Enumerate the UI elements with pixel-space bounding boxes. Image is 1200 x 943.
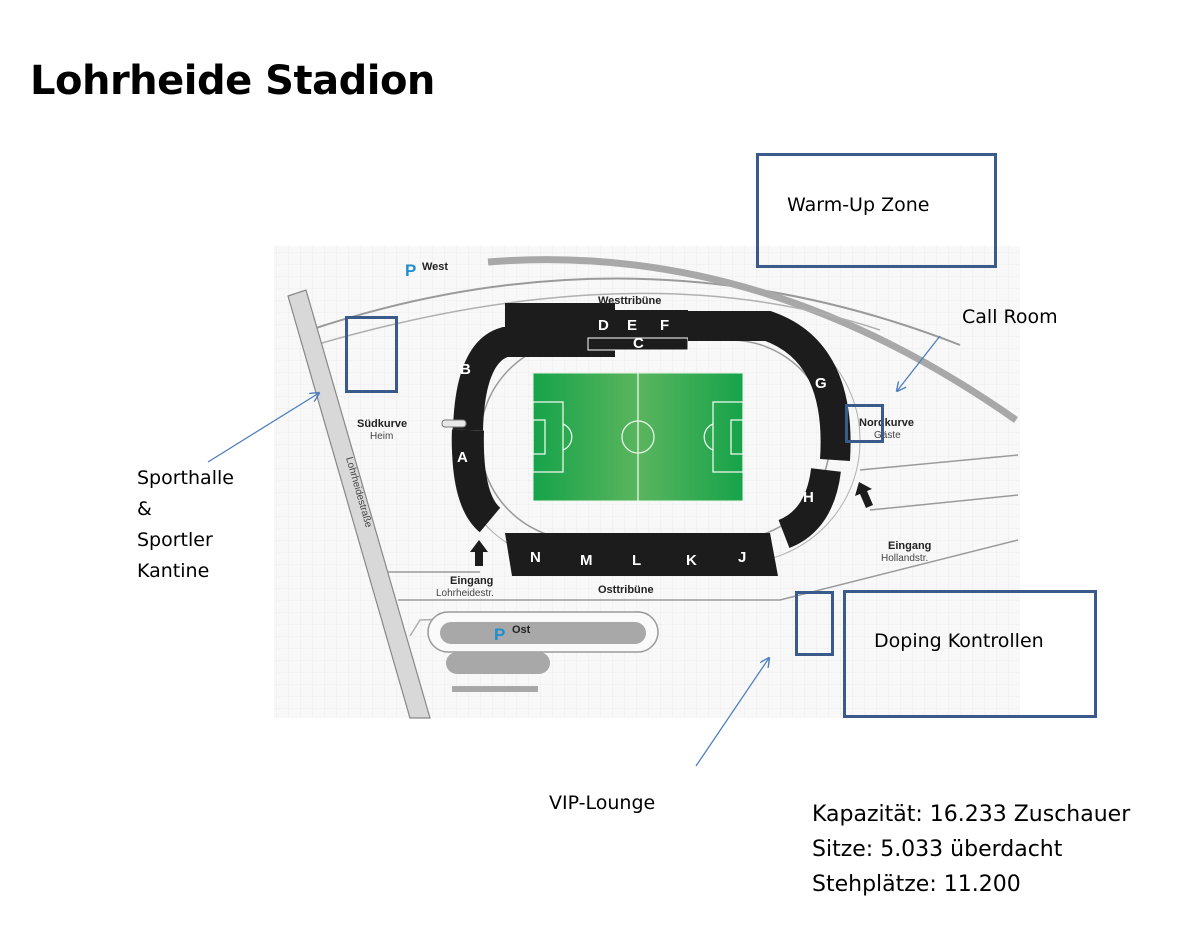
vip-lounge-box xyxy=(795,591,834,656)
arrow-sporthalle xyxy=(207,393,319,463)
page-title: Lohrheide Stadion xyxy=(30,58,435,104)
section-h: H xyxy=(803,489,814,506)
pitch-goal-area-right xyxy=(730,419,744,455)
section-d: D xyxy=(598,317,609,334)
street-lohrheidestrasse xyxy=(287,289,431,719)
warmup-zone-box xyxy=(756,153,997,268)
pitch-center-circle xyxy=(621,420,655,454)
label-parking-west: West xyxy=(422,261,448,273)
stadium-stats: Kapazität: 16.233 Zuschauer Sitze: 5.033… xyxy=(812,797,1130,902)
section-j: J xyxy=(738,549,746,566)
parking-ost-icon: P xyxy=(494,625,505,644)
stat-capacity: Kapazität: 16.233 Zuschauer xyxy=(812,802,1131,827)
label-osttribuene: Osttribüne xyxy=(598,584,654,596)
label-westtribuene: Westtribüne xyxy=(598,295,661,307)
stat-seats: Sitze: 5.033 überdacht xyxy=(812,837,1063,862)
parking-ost-strip-1 xyxy=(440,622,646,644)
warmup-zone-label: Warm-Up Zone xyxy=(787,194,930,216)
label-suedkurve: Südkurve xyxy=(357,418,407,430)
arrow-entrance-lohrheide xyxy=(470,540,488,566)
pitch-arc-left xyxy=(562,423,573,451)
label-eingang-lohrheide-sub: Lohrheidestr. xyxy=(436,588,494,599)
sporthalle-line-3: Sportler xyxy=(137,529,213,551)
stand-nordkurve-h xyxy=(777,467,841,548)
label-eingang-holland: Eingang xyxy=(888,540,931,552)
stand-osttribuene xyxy=(505,533,778,576)
sporthalle-line-4: Kantine xyxy=(137,560,210,582)
call-room-box xyxy=(845,404,884,443)
section-l: L xyxy=(632,552,641,569)
sporthalle-line-1: Sporthalle xyxy=(137,467,234,489)
road-inner-curve xyxy=(314,292,881,346)
call-room-label: Call Room xyxy=(962,306,1058,328)
section-g: G xyxy=(815,375,827,392)
arrow-vip-lounge xyxy=(695,658,769,767)
road-south xyxy=(398,539,1019,601)
stand-scoreboard xyxy=(441,419,467,428)
vip-lounge-label: VIP-Lounge xyxy=(549,792,656,814)
stand-nordkurve-g xyxy=(688,311,851,461)
section-k: K xyxy=(686,552,697,569)
sporthalle-label: Sporthalle & Sportler Kantine xyxy=(137,463,234,587)
section-a: A xyxy=(457,449,468,466)
stand-suedkurve-a xyxy=(451,429,502,533)
pitch-arc-right xyxy=(703,423,714,451)
label-suedkurve-sub: Heim xyxy=(370,431,393,442)
stand-section-c-box xyxy=(587,337,689,351)
road-hollandstrasse-bottom xyxy=(869,494,1019,511)
section-f: F xyxy=(660,317,669,334)
doping-kontrollen-label: Doping Kontrollen xyxy=(874,630,1044,652)
stand-suedkurve-b xyxy=(453,303,615,431)
label-eingang-lohrheide: Eingang xyxy=(450,575,493,587)
road-hollandstrasse-top xyxy=(859,454,1019,471)
arrow-entrance-holland xyxy=(855,482,873,508)
parking-ost-strip-3 xyxy=(452,686,538,692)
stand-westtribuene xyxy=(588,310,688,338)
parking-west-strip xyxy=(487,256,1019,423)
label-eingang-holland-sub: Hollandstr. xyxy=(881,553,928,564)
label-nordkurve-sub: Gäste xyxy=(874,430,901,441)
label-parking-ost: Ost xyxy=(512,624,531,636)
parking-west-icon: P xyxy=(405,261,416,280)
section-e: E xyxy=(627,317,637,334)
label-nordkurve: Nordkurve xyxy=(859,417,914,429)
sporthalle-line-2: & xyxy=(137,498,152,520)
section-n: N xyxy=(530,549,541,566)
section-b: B xyxy=(460,361,471,378)
sporthalle-box xyxy=(345,316,398,393)
stat-standing: Stehplätze: 11.200 xyxy=(812,872,1021,897)
section-c: C xyxy=(633,335,644,352)
road-west-curve xyxy=(309,277,961,346)
parking-ost-strip-2 xyxy=(446,652,550,674)
pitch-goal-area-left xyxy=(532,419,546,455)
arrow-call-room xyxy=(897,335,941,391)
doping-kontrollen-box xyxy=(843,590,1097,718)
section-m: M xyxy=(580,552,593,569)
